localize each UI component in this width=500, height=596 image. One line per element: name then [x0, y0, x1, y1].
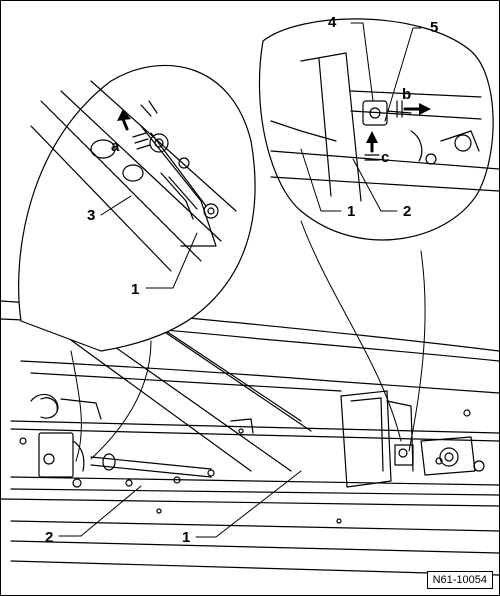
right-detail-view: [258, 18, 499, 241]
callout-1-main: 1: [182, 529, 191, 546]
callout-a: a: [111, 138, 120, 155]
figure-reference-code: N61-10054: [426, 571, 493, 589]
callout-5: 5: [430, 19, 439, 36]
callout-1-left-detail: 1: [131, 281, 140, 298]
callout-4: 4: [328, 14, 337, 31]
callout-c: c: [381, 149, 390, 166]
leader-lines: [58, 22, 426, 538]
left-detail-view: [18, 64, 256, 352]
callout-1-right-detail: 1: [347, 203, 356, 220]
callout-3: 3: [87, 207, 96, 224]
callout-2-right-detail: 2: [403, 203, 412, 220]
callout-2-main: 2: [45, 529, 54, 546]
callout-b: b: [402, 86, 412, 103]
